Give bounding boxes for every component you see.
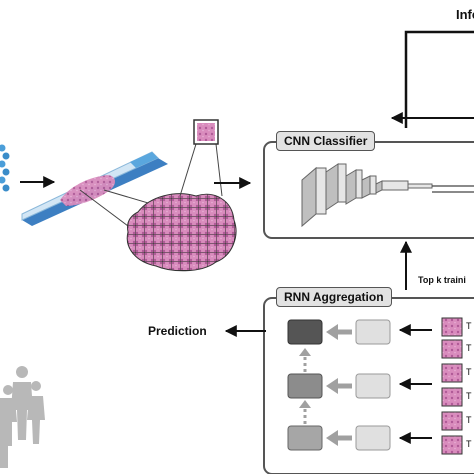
dna-icon xyxy=(0,144,10,192)
tile-label: T xyxy=(466,415,472,425)
tile-label: T xyxy=(466,343,472,353)
prediction-label: Prediction xyxy=(148,324,207,338)
rnn-cell-middle xyxy=(287,373,323,399)
cnn-title: CNN Classifier xyxy=(276,131,376,151)
feature-cell xyxy=(355,319,391,345)
cnn-network xyxy=(301,163,474,228)
feature-cell xyxy=(355,373,391,399)
tile-label: T xyxy=(466,391,472,401)
topk-label: Top k traini xyxy=(418,275,466,285)
tile-label: T xyxy=(466,439,472,449)
tiled-tissue xyxy=(126,193,237,272)
rnn-title: RNN Aggregation xyxy=(276,287,392,307)
tile-thumbnails xyxy=(441,317,463,455)
rnn-recurrent-arrow xyxy=(299,400,311,424)
zoom-line xyxy=(215,143,223,197)
tile-label: T xyxy=(466,367,472,377)
glass-slide xyxy=(21,151,168,226)
inference-label: Infe xyxy=(456,7,474,22)
feature-arrow xyxy=(326,378,352,394)
tile-label: T xyxy=(466,321,472,331)
zoom-line xyxy=(79,189,129,227)
inference-path xyxy=(404,30,474,128)
rnn-cell-top xyxy=(287,319,323,345)
feature-arrow xyxy=(326,324,352,340)
single-tile xyxy=(193,119,219,145)
patients-icon xyxy=(0,366,45,468)
feature-arrow xyxy=(326,430,352,446)
feature-cell xyxy=(355,425,391,451)
zoom-line xyxy=(179,143,197,197)
rnn-cell-bottom xyxy=(287,425,323,451)
rnn-recurrent-arrow xyxy=(299,348,311,372)
